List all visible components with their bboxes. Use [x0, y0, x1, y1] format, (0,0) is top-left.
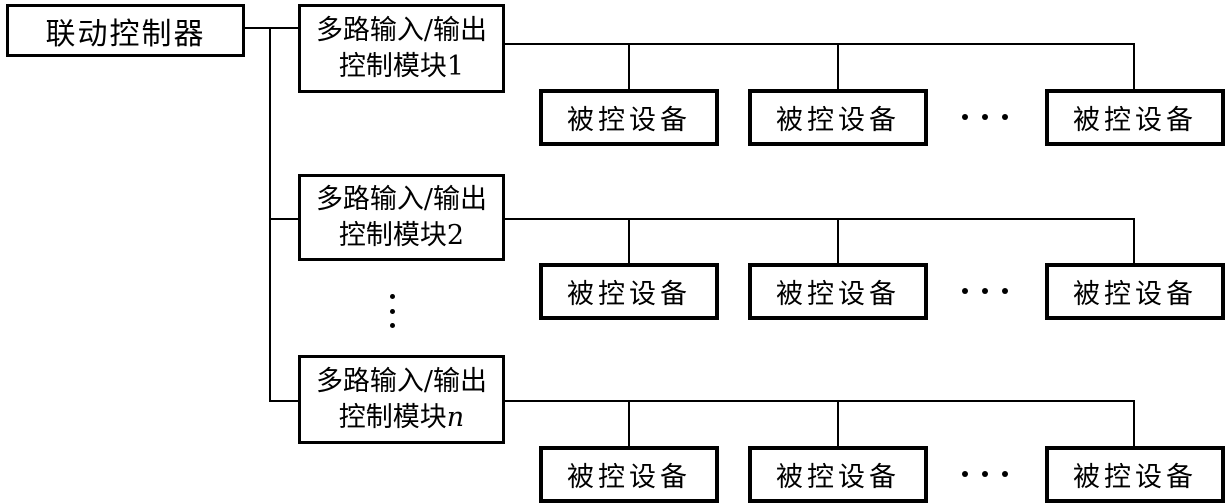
device-box-row3-3: 被控设备 [1045, 446, 1225, 503]
device-box-row1-3: 被控设备 [1045, 89, 1225, 146]
module-1-line1: 多路输入/输出 [315, 14, 488, 46]
device-box-row2-3: 被控设备 [1045, 263, 1225, 320]
connector-line-module2 [269, 218, 301, 220]
horizontal-ellipsis-icon [962, 114, 1008, 120]
drop-line-row3-device1 [628, 400, 630, 447]
controller-label: 联动控制器 [45, 16, 206, 52]
device-label: 被控设备 [567, 462, 691, 493]
module-box-n: 多路输入/输出 控制模块n [298, 355, 505, 444]
bus-line-row3 [503, 400, 1135, 402]
drop-line-row1-device1 [628, 43, 630, 90]
drop-line-row3-device3 [1133, 400, 1135, 447]
device-box-row1-2: 被控设备 [748, 89, 928, 146]
connector-line-modulen [269, 400, 301, 402]
module-2-line1: 多路输入/输出 [315, 183, 488, 215]
device-label: 被控设备 [1073, 105, 1197, 136]
connector-line-controller [243, 27, 300, 29]
device-label: 被控设备 [1073, 279, 1197, 310]
module-n-line2: 控制模块n [339, 400, 464, 436]
device-box-row2-2: 被控设备 [748, 263, 928, 320]
module-2-line2-suffix: 2 [446, 219, 465, 251]
trunk-line [269, 27, 271, 402]
module-2-line2: 控制模块2 [339, 218, 464, 254]
module-n-line2-prefix: 控制模块 [338, 401, 447, 433]
controller-box: 联动控制器 [6, 4, 245, 57]
drop-line-row1-device3 [1133, 43, 1135, 90]
module-1-line2: 控制模块1 [339, 49, 464, 85]
device-box-row3-1: 被控设备 [539, 446, 719, 503]
module-2-line2-prefix: 控制模块 [338, 219, 447, 251]
device-label: 被控设备 [776, 105, 900, 136]
bus-line-row2 [503, 218, 1135, 220]
drop-line-row2-device3 [1133, 218, 1135, 264]
module-box-2: 多路输入/输出 控制模块2 [298, 174, 505, 261]
module-box-1: 多路输入/输出 控制模块1 [298, 4, 505, 93]
device-label: 被控设备 [567, 279, 691, 310]
module-n-line1: 多路输入/输出 [315, 365, 488, 397]
device-box-row3-2: 被控设备 [748, 446, 928, 503]
device-label: 被控设备 [1073, 462, 1197, 493]
device-box-row1-1: 被控设备 [539, 89, 719, 146]
device-label: 被控设备 [776, 462, 900, 493]
drop-line-row1-device2 [837, 43, 839, 90]
bus-line-row1 [503, 43, 1135, 45]
drop-line-row2-device1 [628, 218, 630, 264]
drop-line-row2-device2 [837, 218, 839, 264]
device-label: 被控设备 [567, 105, 691, 136]
drop-line-row3-device2 [837, 400, 839, 447]
device-label: 被控设备 [776, 279, 900, 310]
module-1-line2-prefix: 控制模块 [338, 50, 447, 82]
module-n-line2-suffix: n [446, 401, 465, 433]
vertical-ellipsis-icon [390, 294, 395, 328]
horizontal-ellipsis-icon [962, 288, 1008, 294]
horizontal-ellipsis-icon [962, 471, 1008, 477]
module-1-line2-suffix: 1 [446, 50, 465, 82]
device-box-row2-1: 被控设备 [539, 263, 719, 320]
